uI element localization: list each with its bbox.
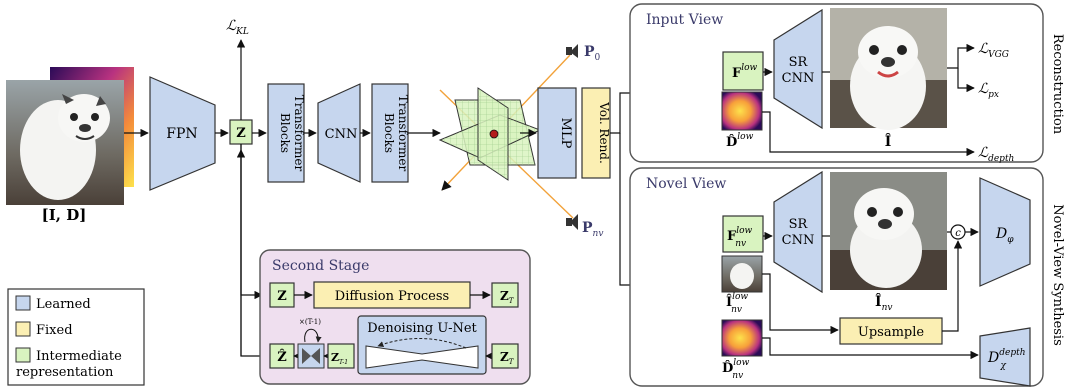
legend-intermediate-swatch [15,347,31,363]
novel-d-low-image [721,319,763,357]
unet-small-icon [297,343,325,369]
camera-p0-icon [566,44,578,58]
unet-label: Denoising U-Net [367,321,477,336]
cnn-block [317,83,361,183]
second-stage-title: Second Stage [272,258,369,274]
legend [7,288,145,386]
transformer-2-label: TransformerBlocks [382,95,410,172]
diffusion-label: Diffusion Process [335,289,449,304]
stage-z-label: Z [277,289,287,304]
latent-z-label: Z [236,126,246,141]
fpn-block [149,76,216,191]
loss-px: ℒpx [978,81,999,100]
legend-learned-swatch [15,295,31,311]
novel-f-low [722,215,764,253]
input-caption: [I, D] [42,206,87,224]
stage-z-hat-label: Ẑ [277,349,287,365]
mlp-block [537,87,577,179]
repeat-label: ×(T-1) [299,318,321,326]
camera-pnv-icon [566,214,578,230]
transformer-1-label: TransformerBlocks [278,95,306,172]
stage-z-t-2 [491,343,519,369]
vol-rend-block [581,87,611,179]
mlp-label: MLP [558,118,573,149]
input-f-low [722,51,764,91]
loss-vgg: ℒVGG [978,41,1009,60]
reconstruction-side-label: Reconstruction [1050,34,1065,135]
legend-fixed-swatch [15,321,31,337]
concat-label: c [955,228,961,239]
input-sr-cnn [773,8,823,130]
stage-z-t-minus [327,343,355,369]
cnn-label: CNN [325,127,358,142]
repeat-loop-arrow [304,328,322,343]
novel-view-side-label: Novel-View Synthesis [1050,204,1065,346]
input-i-hat: Î [885,132,892,150]
input-d-low-image [721,91,763,131]
transformer-blocks-1 [267,83,305,183]
discriminator-d-phi [979,177,1031,287]
triplane [438,54,574,219]
legend-learned-label: Learned [36,297,91,312]
diffusion-process [313,281,471,309]
novel-output-image [830,172,947,290]
upsample-label: Upsample [858,325,925,340]
input-view-title: Input View [646,12,723,28]
input-image [6,67,134,205]
legend-fixed-label: Fixed [36,323,73,338]
input-output-image [830,8,947,130]
depth-discriminator [979,327,1031,387]
camera-p0-label: P0 [584,44,601,63]
novel-sr-cnn [773,170,823,294]
fpn-label: FPN [166,126,197,142]
camera-pnv-label: Pnv [582,220,603,239]
stage-z-t [491,282,519,308]
kl-loss: ℒKL [226,18,249,37]
loss-depth: ℒdepth [978,145,1014,164]
vol-rend-label: Vol. Rend. [597,101,611,164]
novel-i-low-image [721,255,763,293]
novel-view-title: Novel View [646,176,726,192]
